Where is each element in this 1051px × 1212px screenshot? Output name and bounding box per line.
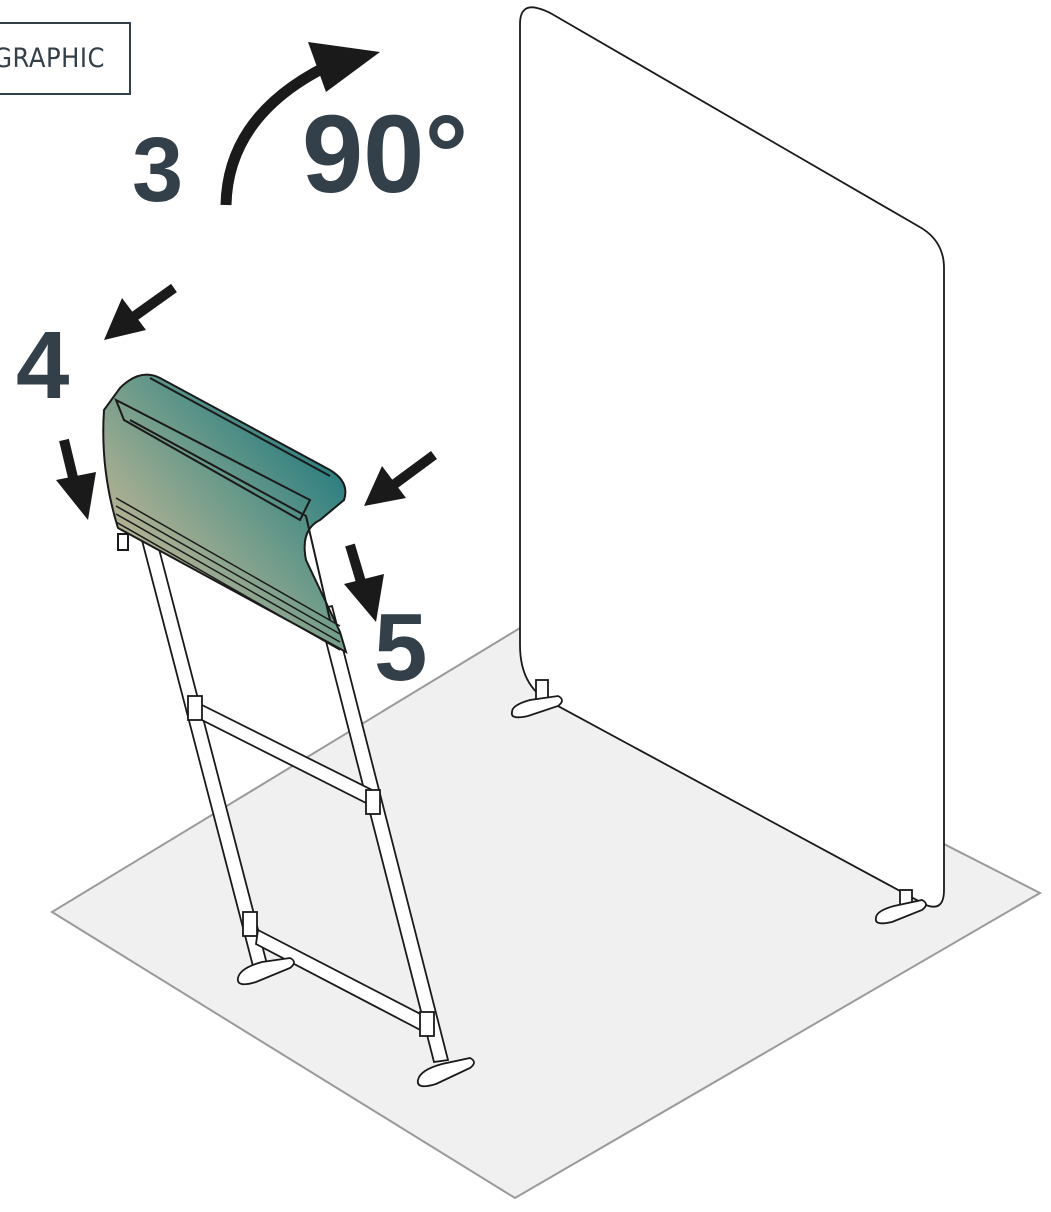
frame — [136, 520, 475, 1088]
down-arrow-icon — [56, 438, 384, 622]
rotation-angle-label: 90° — [302, 93, 469, 216]
clip — [117, 533, 129, 551]
press-arrow-icon — [104, 283, 437, 506]
assembled-panel — [510, 6, 945, 925]
step-5-label: 5 — [374, 594, 428, 701]
step-4-label: 4 — [16, 312, 70, 419]
graphic-edge-layers — [115, 497, 341, 651]
rotate-arrow-icon — [220, 42, 380, 206]
graphic-tag-label: GRAPHIC — [0, 43, 105, 74]
step-3-label: 3 — [132, 119, 184, 221]
fabric-graphic — [102, 373, 348, 655]
graphic-tag: GRAPHIC — [0, 22, 131, 95]
